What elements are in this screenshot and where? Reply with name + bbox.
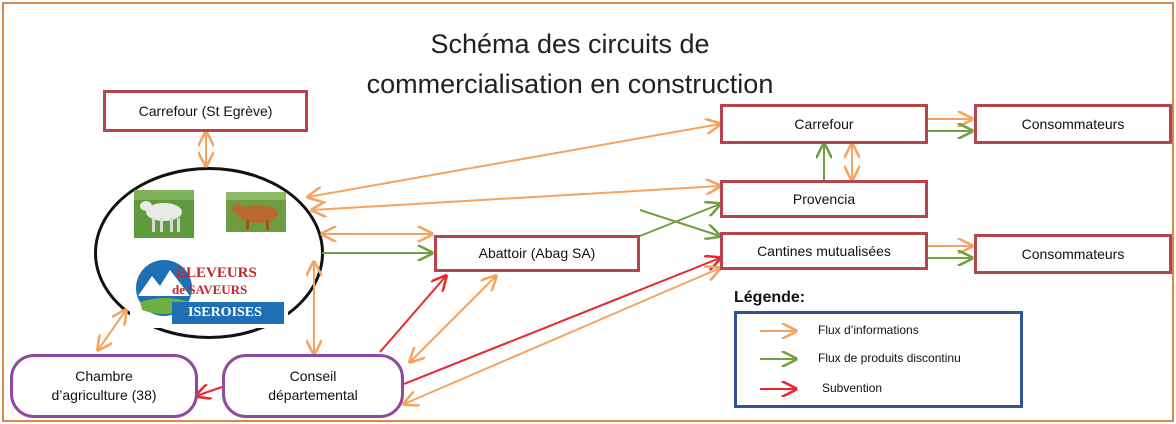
brown-cow-image	[226, 192, 286, 232]
white-cow-photo	[134, 190, 194, 238]
product-arrow-abattoir-provencia	[639, 204, 720, 237]
subsidy-arrow-conseil-chambre	[196, 387, 223, 396]
info-arrow-circle-carrefour	[308, 124, 720, 197]
white-cow-image	[134, 190, 194, 238]
node-carrefour-label: Carrefour	[794, 115, 854, 132]
node-provencia-label: Provencia	[792, 190, 856, 207]
node-chambre-label-2: d’agriculture (38)	[51, 387, 157, 403]
node-conseil-departemental: Conseil départemental	[222, 354, 404, 418]
brown-cow-photo	[226, 192, 286, 232]
subsidy-arrow-conseil-abattoir	[379, 276, 446, 353]
logo-line-1: ELEVEURS	[176, 265, 257, 281]
info-arrow-circle-provencia	[312, 186, 720, 210]
node-abattoir-label: Abattoir (Abag SA)	[478, 245, 596, 261]
node-consommateurs-top-label: Consommateurs	[1021, 115, 1125, 132]
logo-line-2: de SAVEURS	[172, 282, 248, 297]
legend-title: Légende:	[734, 289, 806, 306]
logo-emblem	[136, 260, 284, 324]
node-abattoir: Abattoir (Abag SA)	[434, 235, 640, 272]
node-chambre-label-1: Chambre	[75, 368, 133, 384]
node-consommateurs-bottom: Consommateurs	[974, 234, 1172, 274]
node-chambre-agriculture: Chambre d’agriculture (38)	[10, 354, 198, 418]
node-consommateurs-top: Consommateurs	[974, 104, 1172, 144]
node-carrefour: Carrefour	[720, 104, 928, 144]
legend-item-subsidy: Subvention	[822, 381, 883, 395]
legend-box	[734, 311, 1023, 408]
diagram-title: Schéma des circuits de commercialisation…	[366, 29, 774, 99]
node-conseil-label-1: Conseil	[289, 368, 337, 384]
info-arrow-conseil-cantines	[404, 268, 720, 404]
node-carrefour-st-egreve: Carrefour (St Egrève)	[103, 90, 308, 132]
node-conseil-label-2: départemental	[268, 387, 358, 403]
info-arrow-circle-chambre	[98, 310, 126, 350]
node-provencia: Provencia	[720, 180, 928, 218]
node-carrefour-st-egreve-label: Carrefour (St Egrève)	[138, 102, 273, 119]
logo-line-3: ISEROISES	[188, 305, 262, 320]
node-cantines-label: Cantines mutualisées	[757, 242, 891, 259]
legend-item-information: Flux d’informations	[818, 323, 919, 337]
info-arrow-conseil-abattoir	[410, 276, 496, 362]
eleveurs-saveurs-iseroises-logo: ELEVEURS de SAVEURS ISEROISES	[130, 250, 288, 328]
legend-item-product: Flux de produits discontinu	[818, 351, 961, 365]
node-consommateurs-bottom-label: Consommateurs	[1021, 245, 1125, 262]
product-arrow-abattoir-cantines	[639, 209, 720, 236]
node-cantines-mutualisees: Cantines mutualisées	[720, 232, 928, 270]
